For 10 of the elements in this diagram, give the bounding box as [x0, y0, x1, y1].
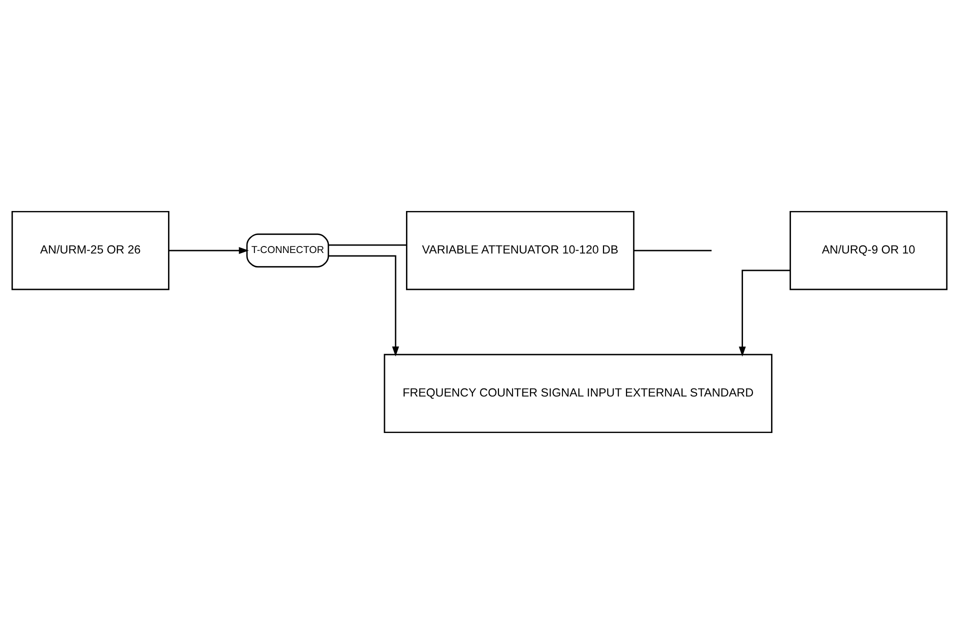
- arrow: [738, 270, 790, 357]
- node-box: VARIABLE ATTENUATOR 10-120 DB: [406, 210, 634, 290]
- connector: [328, 244, 406, 246]
- arrow: [328, 255, 400, 356]
- node-box: AN/URQ-9 OR 10: [790, 210, 948, 290]
- node-box: T-CONNECTOR: [246, 234, 330, 268]
- arrow: [168, 247, 249, 254]
- node-box: FREQUENCY COUNTER SIGNAL INPUT EXTERNAL STANDARD: [384, 354, 772, 434]
- connector: [634, 250, 712, 252]
- node-box: AN/URM-25 OR 26: [12, 210, 170, 290]
